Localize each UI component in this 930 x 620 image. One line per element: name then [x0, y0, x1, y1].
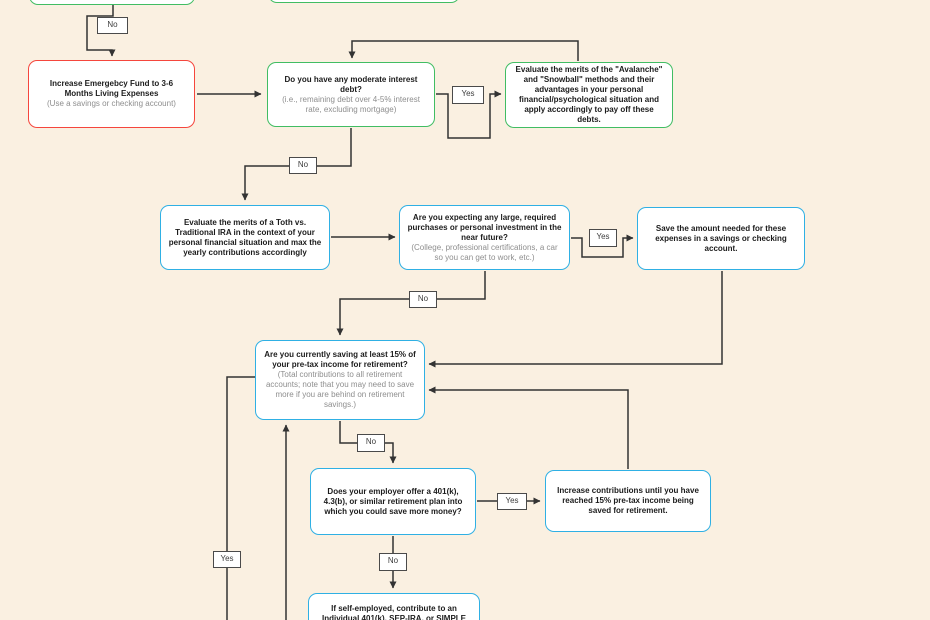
edge-label-no-2: No [289, 157, 317, 174]
node-saving-15-percent: Are you currently saving at least 15% of… [255, 340, 425, 420]
node-top-partial-right [268, 0, 460, 3]
node-top-partial-left [29, 0, 195, 5]
node-save-amount: Save the amount needed for these expense… [637, 207, 805, 270]
node-self-employed-title: If self-employed, contribute to an Indiv… [321, 604, 467, 620]
node-moderate-debt-subtitle: (i.e., remaining debt over 4-5% interest… [282, 94, 420, 114]
node-avalanche-title: Evaluate the merits of the "Avalanche" a… [515, 65, 663, 124]
edge-label-no-3: No [409, 291, 437, 308]
connector-save-to-saving15 [428, 271, 723, 368]
node-roth-vs-traditional: Evaluate the merits of a Toth vs. Tradit… [160, 205, 330, 270]
edge-label-yes-1: Yes [452, 86, 484, 104]
node-avalanche: Evaluate the merits of the "Avalanche" a… [505, 62, 673, 128]
node-self-employed: If self-employed, contribute to an Indiv… [308, 593, 480, 620]
node-employer-401k: Does your employer offer a 401(k), 4.3(b… [310, 468, 476, 535]
edge-label-yes-3: Yes [497, 493, 527, 510]
edge-label-yes-4: Yes [213, 551, 241, 568]
node-increase-contributions-title: Increase contributions until you have re… [557, 486, 699, 515]
node-large-purchases: Are you expecting any large, required pu… [399, 205, 570, 270]
edge-label-no-4: No [357, 434, 385, 452]
node-emergency-fund-title: Increase Emergebcy Fund to 3-6 Months Li… [49, 79, 174, 98]
connector-saving15-yes-down [226, 376, 255, 620]
node-increase-contributions: Increase contributions until you have re… [545, 470, 711, 532]
connector-debt-yes-to-avalanche [436, 90, 502, 139]
node-moderate-debt-title: Do you have any moderate interest debt? [284, 74, 418, 94]
node-roth-vs-traditional-title: Evaluate the merits of a Toth vs. Tradit… [168, 217, 322, 257]
connector-purchases-yes-to-save [571, 234, 634, 258]
connector-topbox-no-to-emergency [86, 5, 116, 57]
edge-label-no-1: No [97, 17, 128, 34]
node-moderate-debt: Do you have any moderate interest debt? … [267, 62, 435, 127]
node-save-amount-title: Save the amount needed for these expense… [655, 223, 787, 253]
node-large-purchases-title: Are you expecting any large, required pu… [407, 212, 562, 242]
node-saving-15-percent-subtitle: (Total contributions to all retirement a… [265, 370, 415, 409]
edge-label-no-5: No [379, 553, 407, 571]
node-large-purchases-subtitle: (College, professional certifications, a… [411, 242, 558, 262]
connector-increase-to-saving15 [428, 386, 629, 469]
node-emergency-fund: Increase Emergebcy Fund to 3-6 Months Li… [28, 60, 195, 128]
connector-avalanche-loop-to-debt [348, 40, 579, 61]
node-saving-15-percent-title: Are you currently saving at least 15% of… [264, 350, 416, 369]
edge-label-yes-2: Yes [589, 229, 617, 247]
node-emergency-fund-subtitle: (Use a savings or checking account) [47, 99, 176, 108]
node-employer-401k-title: Does your employer offer a 401(k), 4.3(b… [323, 486, 463, 516]
